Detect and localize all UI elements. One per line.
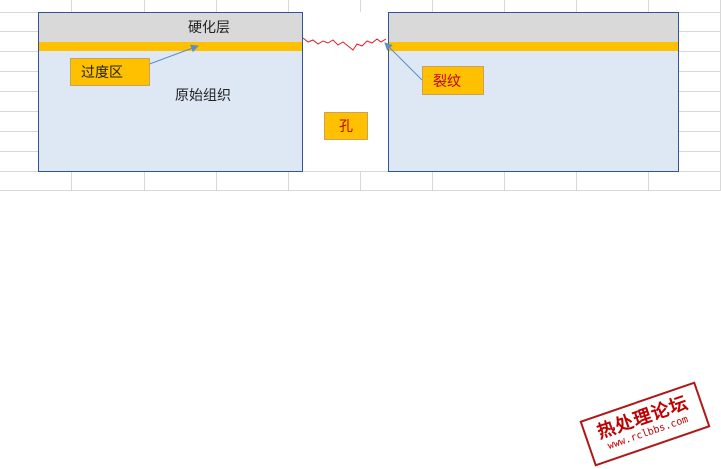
right-transition-zone (388, 42, 679, 51)
hole-area (302, 12, 388, 171)
cross-section-diagram (38, 12, 679, 172)
transition-zone-label: 过度区 (70, 58, 150, 86)
left-transition-zone (38, 42, 302, 51)
crack-label: 裂纹 (422, 66, 484, 95)
crack-pointer-arrow (384, 42, 423, 81)
right-hardened-layer (388, 12, 679, 42)
left-block-outline (38, 12, 303, 172)
hole-label: 孔 (324, 112, 368, 140)
right-block-outline (388, 12, 679, 172)
base-tissue-label: 原始组织 (175, 88, 231, 104)
forum-watermark-stamp: 热处理论坛 www.rclbbs.com (579, 381, 711, 467)
hardened-layer-label: 硬化层 (188, 20, 230, 36)
left-hardened-layer (38, 12, 302, 42)
crack-line (302, 37, 387, 51)
